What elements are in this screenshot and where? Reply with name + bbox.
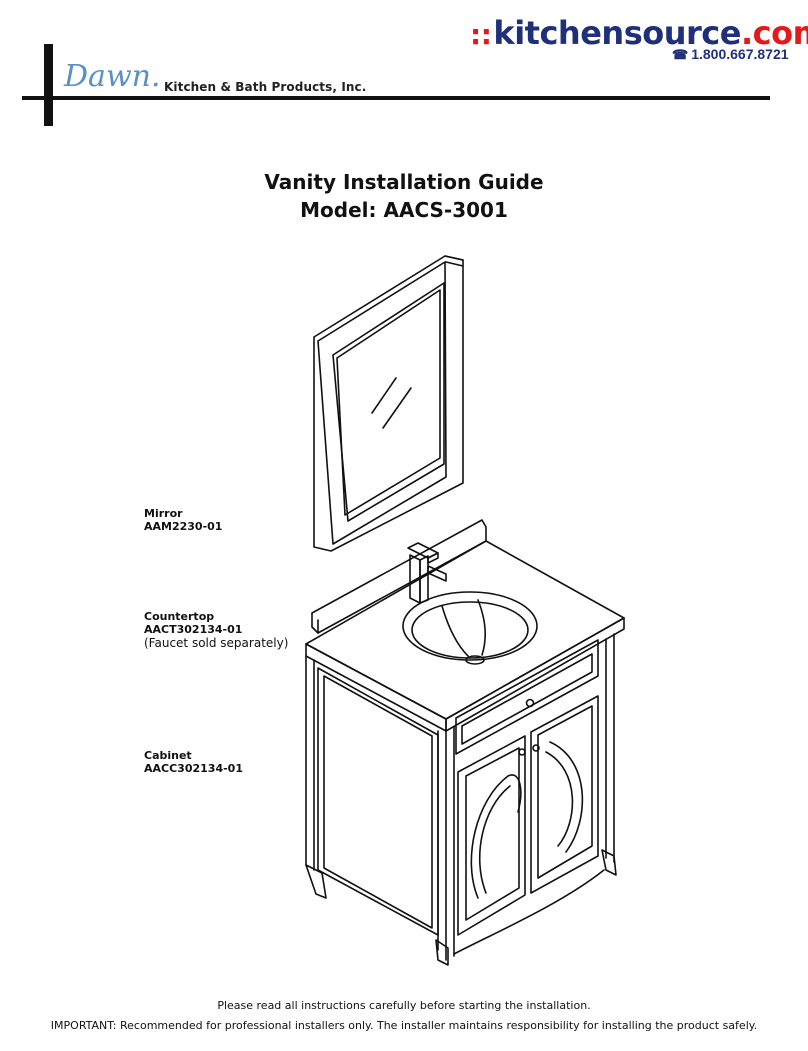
left-door-arc-1 [470, 774, 522, 899]
mirror-label: Mirror AAM2230-01 [144, 507, 222, 533]
company-tagline: Kitchen & Bath Products, Inc. [164, 80, 367, 94]
sink-shadow-2 [477, 599, 486, 656]
mirror-frame-inner [332, 282, 445, 522]
mirror-glint-2 [382, 387, 412, 429]
header-rule [22, 96, 770, 100]
dawn-logo: Dawn. [63, 59, 160, 94]
phone-number: 1.800.667.8721 [691, 46, 789, 62]
model-title: Model: AACS-3001 [300, 198, 508, 222]
kitchensource-logo-main: kitchensource [493, 14, 741, 52]
mirror-frame-bevel [317, 261, 447, 545]
drawer-panel [461, 653, 593, 745]
mirror-top-edge [444, 255, 464, 261]
left-door [457, 735, 526, 936]
cabinet-drawing [305, 633, 617, 966]
faucet-spout-front [427, 552, 439, 564]
cabinet-front-foot [435, 939, 449, 966]
left-door-arc-2 [478, 785, 511, 894]
countertop-drawing [305, 519, 625, 732]
right-door [530, 695, 599, 894]
instructions-note: Please read all instructions carefully b… [217, 999, 591, 1012]
right-door-arc-2 [545, 751, 574, 847]
countertop-front-left [305, 643, 447, 732]
mirror-glint-1 [371, 377, 397, 414]
cabinet-name: Cabinet [144, 749, 192, 762]
header-vertical-bar [44, 44, 53, 126]
mirror-drawing [313, 255, 464, 552]
sink-bowl [411, 601, 529, 659]
cabinet-label: Cabinet AACC302134-01 [144, 749, 243, 775]
mirror-side-edge [445, 261, 464, 267]
drawer-knob [525, 698, 535, 708]
right-door-knob [532, 744, 540, 752]
sink-drain [465, 655, 485, 665]
faucet-note: (Faucet sold separately) [144, 636, 289, 650]
right-door-arc-1 [549, 741, 584, 853]
faucet-handle [427, 565, 447, 582]
drawer-front [455, 639, 599, 755]
sink-rim [402, 591, 538, 661]
left-door-panel [465, 747, 520, 921]
cabinet-side-panel [323, 675, 433, 929]
guide-title: Vanity Installation Guide [264, 170, 544, 194]
cabinet-bottom-apron [453, 869, 605, 955]
cabinet-code: AACC302134-01 [144, 762, 243, 775]
faucet-drawing [407, 542, 447, 604]
mirror-glass [336, 289, 441, 516]
kitchensource-logo: ::kitchensource.com [470, 14, 808, 52]
right-door-panel [537, 705, 593, 879]
mirror-code: AAM2230-01 [144, 520, 223, 533]
countertop-code: AACT302134-01 [144, 623, 243, 636]
important-note: IMPORTANT: Recommended for professional … [50, 1019, 758, 1032]
kitchensource-phone: ☎1.800.667.8721 [672, 46, 789, 63]
backsplash [311, 519, 487, 634]
kitchensource-dots: :: [470, 18, 492, 51]
countertop-label: Countertop AACT302134-01 (Faucet sold se… [144, 610, 288, 650]
left-door-knob [518, 748, 526, 756]
cabinet-left-foot [305, 864, 327, 899]
kitchensource-logo-tld: .com [740, 14, 808, 52]
countertop-name: Countertop [144, 610, 215, 623]
cabinet-side-outer [317, 667, 439, 936]
sink-shadow-1 [441, 605, 469, 657]
faucet-body-side [419, 555, 429, 604]
cabinet-right-foot [601, 849, 617, 876]
phone-icon: ☎ [672, 47, 689, 62]
dawn-logo-text: Dawn. [63, 59, 160, 94]
mirror-name: Mirror [144, 507, 183, 520]
countertop-front-right [445, 617, 625, 732]
